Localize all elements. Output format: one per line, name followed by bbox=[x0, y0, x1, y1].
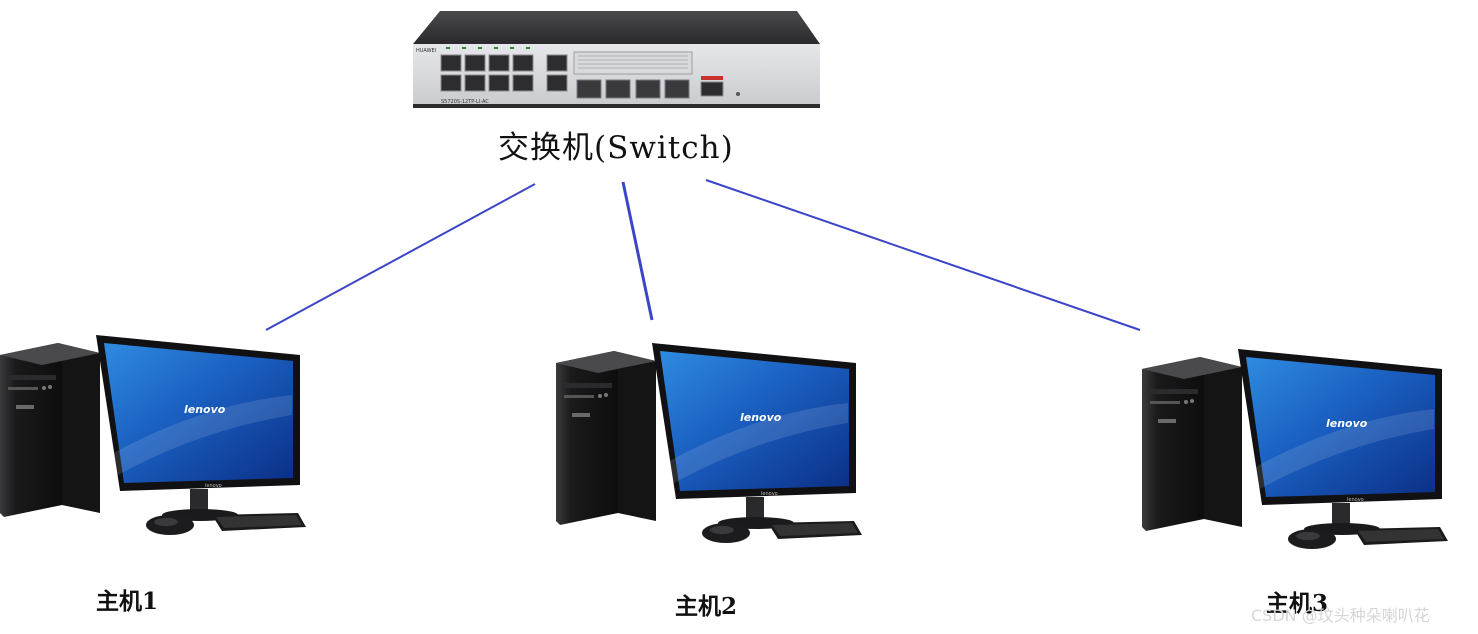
network-links bbox=[265, 179, 1141, 331]
host-computer-1 bbox=[0, 335, 306, 535]
rj45-ports bbox=[440, 54, 568, 92]
switch-label: 交换机(Switch) bbox=[498, 130, 734, 166]
host-computer-3 bbox=[1142, 349, 1448, 549]
switch-device: HUAWEI bbox=[413, 11, 820, 108]
link-switch-host2 bbox=[621, 181, 654, 321]
link-switch-host1 bbox=[265, 183, 536, 331]
link-switch-host3 bbox=[705, 179, 1141, 331]
host-label-3: 主机3 bbox=[1266, 590, 1329, 617]
sfp-ports bbox=[573, 51, 693, 99]
console-port bbox=[700, 81, 724, 97]
host-label-2: 主机2 bbox=[675, 593, 738, 620]
switch-vendor-text: HUAWEI bbox=[416, 48, 436, 54]
host-computer-2 bbox=[556, 343, 862, 543]
host-label-1: 主机1 bbox=[96, 588, 159, 615]
switch-model-text: S5720S-12TP-LI-AC bbox=[441, 99, 489, 105]
watermark-text: CSDN @玟头种朵喇叭花 bbox=[1251, 606, 1430, 625]
